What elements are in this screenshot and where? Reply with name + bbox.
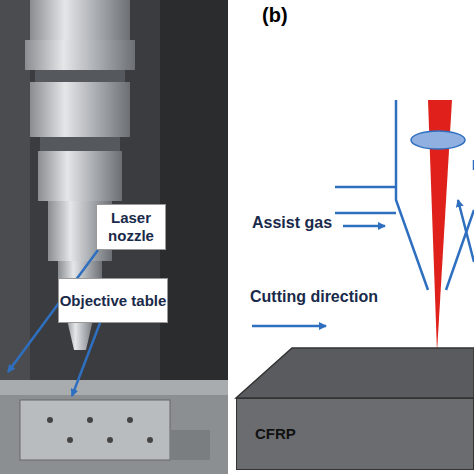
callout-box: Laser nozzle [96, 204, 166, 250]
laser-head-schematic [236, 100, 474, 398]
material-block: CFRP [236, 398, 474, 470]
callout-box: Objective table [58, 278, 168, 323]
photo [0, 0, 228, 474]
annotation-text: Assist gas [252, 214, 332, 232]
node-text: Objective table [60, 292, 167, 310]
panel-label: (b) [262, 4, 288, 27]
node-text: CFRP [255, 425, 296, 443]
node-text: Laser nozzle [97, 209, 165, 245]
annotation-text: Cutting direction [250, 288, 378, 306]
